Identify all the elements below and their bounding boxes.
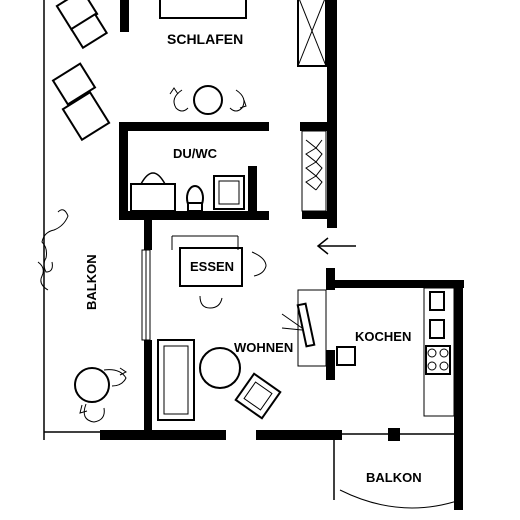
bed-icon: [159, 0, 247, 19]
wohnen-label: WOHNEN: [234, 340, 293, 355]
living-room: WOHNEN: [157, 289, 327, 421]
sofa-icon: [157, 339, 195, 421]
balkon-left-label: BALKON: [84, 254, 99, 310]
entrance-arrow-icon: [316, 237, 356, 255]
sun-lounger-top-icon: [55, 0, 109, 50]
balcony-bottom: BALKON: [333, 433, 461, 509]
balkon-bottom-label: BALKON: [366, 470, 422, 485]
living-door-icon: [281, 289, 327, 367]
toilet-icon: [186, 185, 204, 212]
coffee-table-icon: [199, 347, 241, 389]
kitchen-table-icon: [336, 346, 356, 366]
bedroom: SCHLAFEN: [159, 0, 327, 115]
walls: [100, 0, 464, 510]
hall-wardrobe-icon: [301, 130, 327, 212]
balcony-left: BALKON: [37, 0, 127, 440]
duwc-label: DU/WC: [173, 146, 218, 161]
dining-table-icon: [179, 247, 243, 287]
balcony-table-icon: [74, 367, 127, 423]
dining: ESSEN: [141, 235, 267, 341]
sink-icon: [130, 172, 176, 212]
kitchen-sink-icon: [429, 291, 445, 339]
essen-label: ESSEN: [190, 259, 234, 274]
wardrobe-icon: [297, 0, 327, 67]
armchair-icon: [234, 372, 282, 420]
kochen-label: KOCHEN: [355, 329, 411, 344]
kitchen: KOCHEN: [336, 287, 455, 417]
schlafen-label: SCHLAFEN: [167, 31, 243, 47]
bathroom: DU/WC: [130, 146, 245, 212]
bedroom-table-icon: [169, 85, 247, 115]
shower-icon: [213, 175, 245, 210]
sun-lounger-bottom-icon: [51, 62, 111, 142]
stove-icon: [425, 345, 451, 375]
plant-icon: [37, 209, 69, 291]
